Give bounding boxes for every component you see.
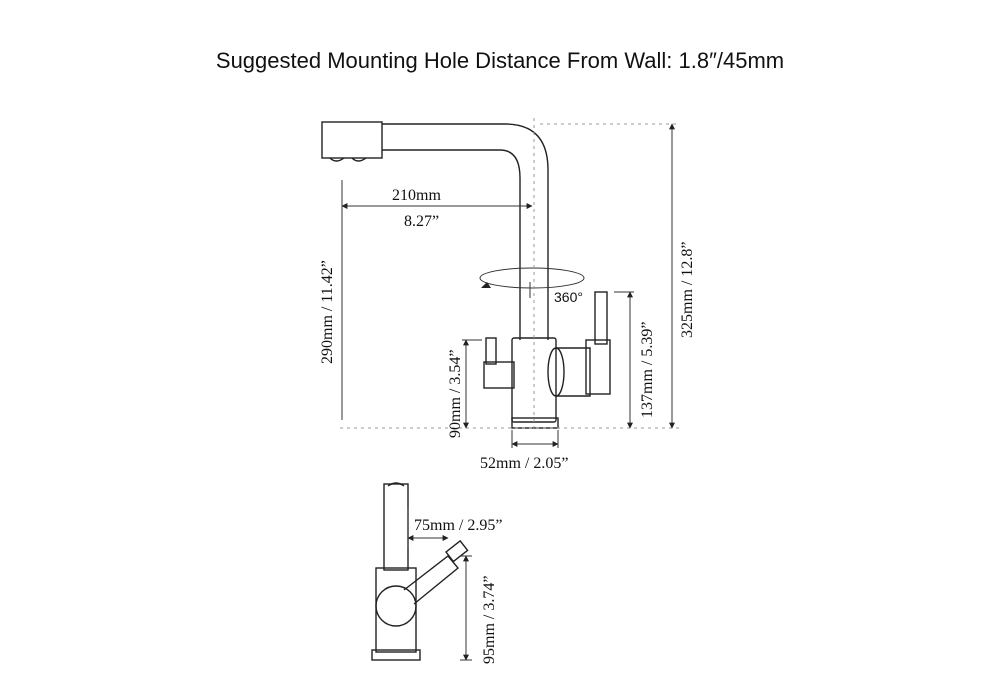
side-height-label: 95mm / 3.74” [481, 576, 498, 664]
side-handle-hub [375, 585, 417, 627]
lever-height-label: 90mm / 3.54” [447, 350, 464, 438]
total-height-label: 325mm / 12.8” [679, 242, 696, 338]
right-handle-stem [594, 291, 608, 345]
reach-mm-label: 210mm [392, 187, 441, 204]
reach-in-label: 8.27” [404, 213, 439, 230]
faucet-side-view [371, 482, 469, 661]
faucet-front-view [321, 121, 611, 429]
side-body [375, 567, 417, 653]
faucet-base [511, 417, 559, 429]
side-handle-lever [403, 555, 459, 605]
rotation-arrow [479, 267, 585, 289]
page-title: Suggested Mounting Hole Distance From Wa… [215, 48, 785, 73]
left-lever-hub [483, 361, 515, 389]
lever-offset-label: 75mm / 2.95” [414, 517, 502, 534]
left-lever [485, 337, 497, 365]
height-290-label: 290mm / 11.42” [319, 260, 336, 364]
handle-height-label: 137mm / 5.39” [639, 322, 656, 418]
rotation-label: 360° [554, 289, 583, 305]
side-base [371, 649, 421, 661]
side-spout-pipe [383, 483, 409, 571]
spout-nozzles [329, 157, 367, 162]
right-handle-collar [585, 339, 611, 395]
spout-pipe-inner [382, 149, 521, 340]
right-handle-hub [556, 347, 591, 397]
spout-head [321, 121, 383, 159]
base-diameter-label: 52mm / 2.05” [480, 455, 568, 472]
spout-pipe-outer [382, 123, 549, 340]
